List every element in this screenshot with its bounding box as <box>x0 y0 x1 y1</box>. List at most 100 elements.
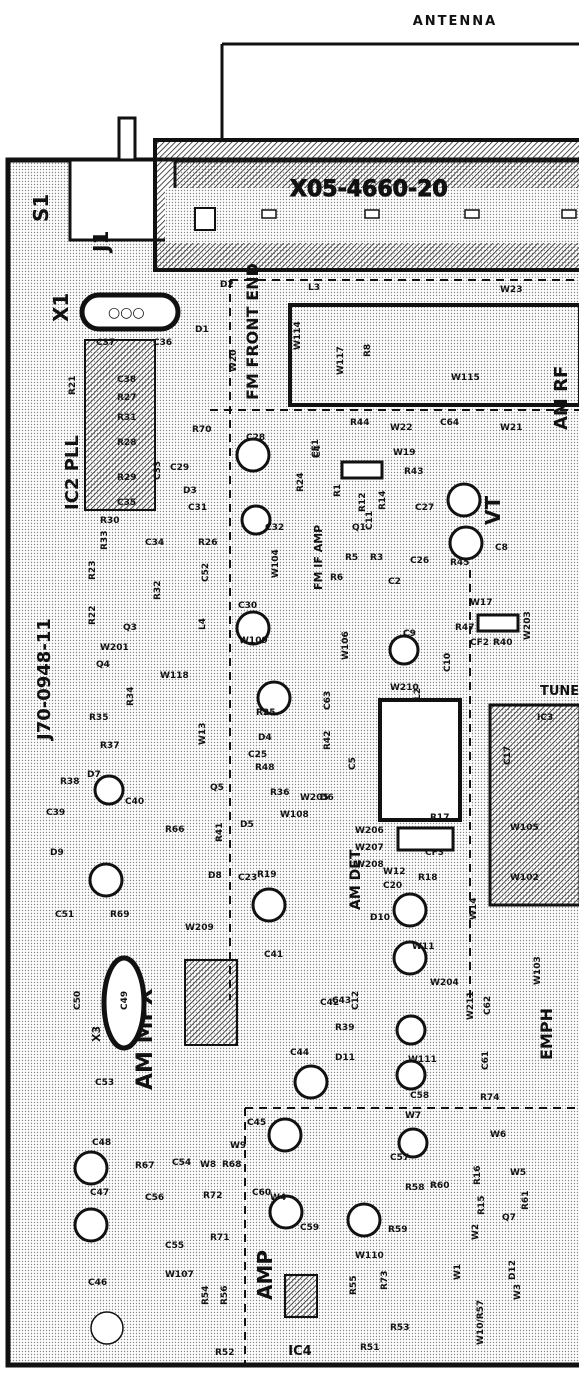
component-ref-c10: C10 <box>443 653 453 672</box>
component-ref-r12: R12 <box>358 493 368 512</box>
antenna-title: ANTENNA <box>413 14 498 29</box>
component-ref-c64: C64 <box>440 418 459 428</box>
component-ref-r32: R32 <box>153 581 163 600</box>
component-ref-w204: W204 <box>430 978 459 988</box>
component-ref-w105: W105 <box>510 823 539 833</box>
component-ref-r73: R73 <box>380 1271 390 1290</box>
component-ref-w208: W208 <box>355 860 384 870</box>
component-ref-r18: R18 <box>418 873 437 883</box>
component-ref-r34: R34 <box>126 687 136 706</box>
component-ref-c36: C36 <box>153 338 172 348</box>
component-ref-w10r57: W10/R57 <box>476 1300 486 1345</box>
component-ref-w210: W210 <box>390 683 419 693</box>
component-ref-w12: W12 <box>383 867 405 877</box>
component-ref-r38: R38 <box>60 777 79 787</box>
component-ref-c9: C9 <box>403 629 416 639</box>
component-ref-cf2: CF2 <box>470 638 489 648</box>
component-ref-r33: R33 <box>100 531 110 550</box>
pcb-number: X05-4660-20 <box>290 177 448 202</box>
component-ref-w108: W108 <box>280 810 309 820</box>
cf2-filter <box>476 613 520 633</box>
component-ref-r68: R68 <box>222 1160 241 1170</box>
component-ref-d11: D11 <box>335 1053 355 1063</box>
component-ref-w13: W13 <box>198 723 208 745</box>
component-ref-r23: R23 <box>88 561 98 580</box>
component-ref-r6: R6 <box>330 573 343 583</box>
component-ref-c59: C59 <box>300 1223 319 1233</box>
x3-label: X3 <box>90 1026 103 1042</box>
component-ref-d9: D9 <box>50 848 64 858</box>
partition-lines <box>210 279 579 1365</box>
component-ref-r51: R51 <box>360 1343 379 1353</box>
component-ref-c17: C17 <box>503 746 513 765</box>
component-ref-q7: Q7 <box>502 1213 516 1223</box>
component-ref-w6: W6 <box>490 1130 506 1140</box>
component-ref-r1: R1 <box>333 484 343 497</box>
component-ref-w205: W205 <box>300 793 329 803</box>
shield-slot <box>561 209 577 219</box>
component-ref-c57: C57 <box>390 1153 409 1163</box>
vt-label: VT <box>481 496 505 525</box>
component-ref-r14: R14 <box>378 491 388 510</box>
component-ref-c60: C60 <box>252 1188 271 1198</box>
component-ref-r59: R59 <box>388 1225 407 1235</box>
component-ref-r27: R27 <box>117 393 136 403</box>
component-ref-w115: W115 <box>451 373 480 383</box>
component-ref-c39: C39 <box>46 808 65 818</box>
component-ref-r5: R5 <box>345 553 358 563</box>
component-ref-w117: W117 <box>336 346 346 375</box>
component-ref-r41: R41 <box>215 823 225 842</box>
component-ref-r69: R69 <box>110 910 129 920</box>
component-ref-c42: C42 <box>320 998 339 1008</box>
shield-slot <box>464 209 480 219</box>
tune-label: TUNE <box>540 684 579 699</box>
component-ref-w22: W22 <box>390 423 412 433</box>
component-ref-d4: D4 <box>258 733 272 743</box>
component-ref-r28: R28 <box>117 438 136 448</box>
component-ref-w21: W21 <box>500 423 522 433</box>
ic2-pll-label: IC2 PLL <box>62 435 83 510</box>
component-ref-d1: D1 <box>195 325 209 335</box>
component-ref-w1: W1 <box>453 1264 463 1280</box>
ic4-label: IC4 <box>288 1344 311 1359</box>
component-ref-r24: R24 <box>296 473 306 492</box>
shield-tab <box>194 207 216 231</box>
component-ref-c47: C47 <box>90 1188 109 1198</box>
component-ref-l2: L2 <box>413 688 423 700</box>
component-ref-c51: C51 <box>55 910 74 920</box>
component-ref-w4: W4 <box>270 1193 286 1203</box>
component-ref-c31: C31 <box>188 503 207 513</box>
x1-label: X1 <box>49 293 73 322</box>
component-ref-c62: C62 <box>483 996 493 1015</box>
component-ref-w114: W114 <box>293 321 303 350</box>
component-ref-c40: C40 <box>125 797 144 807</box>
component-ref-c54: C54 <box>172 1158 191 1168</box>
component-ref-w203: W203 <box>523 611 533 640</box>
fm-front-end-coil-box <box>288 303 579 407</box>
component-ref-r30: R30 <box>100 516 119 526</box>
cf3-filter <box>396 826 455 852</box>
component-ref-c38: C38 <box>117 375 136 385</box>
component-ref-c28: C28 <box>246 433 265 443</box>
component-ref-r48: R48 <box>255 763 274 773</box>
component-ref-d2: D2 <box>220 280 234 290</box>
component-ref-w207: W207 <box>355 843 384 853</box>
component-ref-w206: W206 <box>355 826 384 836</box>
component-ref-c53: C53 <box>95 1078 114 1088</box>
cf1-filter <box>340 460 384 480</box>
electrolytic-capacitors <box>73 437 484 1243</box>
component-ref-r53: R53 <box>390 1323 409 1333</box>
x1-crystal-pins: ○○○ <box>108 305 145 321</box>
component-ref-w14: W14 <box>469 898 479 920</box>
component-ref-r16: R16 <box>473 1166 483 1185</box>
component-ref-r17: R17 <box>430 813 449 823</box>
component-ref-r22: R22 <box>88 606 98 625</box>
am-mpx-chip <box>184 959 238 1046</box>
component-ref-w201: W201 <box>100 643 129 653</box>
component-ref-r3: R3 <box>370 553 383 563</box>
x3-crystal <box>101 955 147 1051</box>
component-ref-r66: R66 <box>165 825 184 835</box>
component-ref-w109: W109 <box>239 636 268 646</box>
component-ref-w106: W106 <box>341 631 351 660</box>
